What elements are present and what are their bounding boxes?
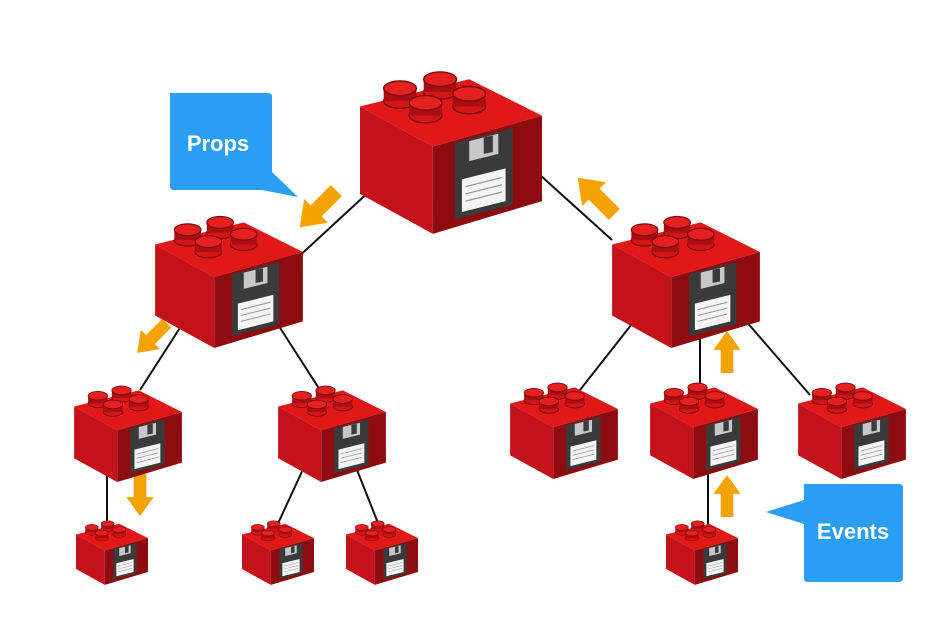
lego-brick-icon [798, 382, 906, 479]
lego-brick-icon [360, 71, 542, 234]
tree-edge [139, 319, 186, 391]
lego-brick-icon [74, 385, 182, 482]
arrow-icon [713, 475, 741, 517]
lego-brick-icon [278, 385, 386, 482]
tree-edge [539, 174, 613, 241]
flow-arrows [126, 177, 741, 517]
tree-edge [354, 464, 381, 529]
events-label: Events [817, 519, 889, 544]
arrow-icon [126, 474, 154, 516]
arrow-icon [137, 318, 172, 353]
props-label: Props [187, 131, 249, 156]
tree-edge [274, 319, 321, 391]
lego-brick-icon [76, 520, 148, 585]
lego-brick-icon [346, 520, 418, 585]
lego-brick-icon [666, 520, 738, 585]
arrow-icon [577, 177, 620, 220]
props-callout: Props [170, 93, 298, 197]
tree-edge [579, 319, 636, 391]
events-callout: Events [766, 484, 903, 582]
lego-brick-icon [612, 215, 760, 348]
arrow-icon [299, 185, 342, 228]
tree-edge [744, 319, 811, 396]
tree-edge [274, 464, 306, 531]
lego-brick-icon [650, 382, 758, 479]
lego-brick-icon [510, 382, 618, 479]
arrow-icon [713, 331, 741, 373]
lego-brick-icon [242, 520, 314, 585]
